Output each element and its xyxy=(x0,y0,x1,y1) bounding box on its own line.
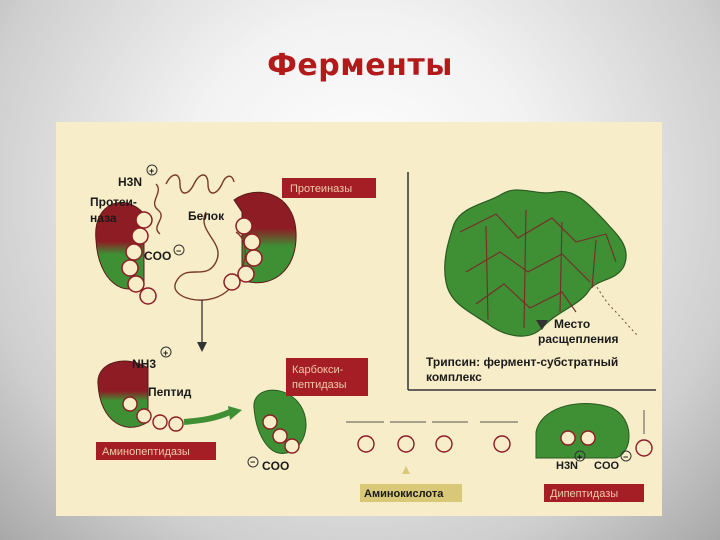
residue xyxy=(132,228,148,244)
amino-acid-label: Аминокислота xyxy=(364,488,444,500)
amino-acid xyxy=(636,440,652,456)
residue xyxy=(140,288,156,304)
amino-acid-row xyxy=(346,422,518,452)
dipeptidase-enzyme xyxy=(536,403,629,458)
enzyme-diagram: H3N + Протеи- наза Белок COO − Протеиназ… xyxy=(56,122,662,516)
amino-acid xyxy=(436,436,452,452)
residue xyxy=(123,397,137,411)
dipeptide-c-label: COO xyxy=(594,460,620,472)
enzyme-figure: H3N + Протеи- наза Белок COO − Протеиназ… xyxy=(56,122,662,516)
residue xyxy=(169,417,183,431)
trypsin-illustration xyxy=(445,190,638,336)
residue xyxy=(137,409,151,423)
peptide-arrow xyxy=(184,412,230,422)
carboxypeptidases-tag-text-2: пептидазы xyxy=(292,379,347,391)
residue xyxy=(263,415,277,429)
arrow-down-head xyxy=(197,342,207,352)
minus-sign: − xyxy=(176,246,181,256)
trypsin-enzyme xyxy=(445,190,626,336)
plus-sign: + xyxy=(577,452,582,462)
plus-sign: + xyxy=(149,166,154,176)
c-terminus-label-2: COO xyxy=(262,459,289,473)
slide-title: Ферменты xyxy=(0,48,720,83)
cleavage-site-label-1: Место xyxy=(554,317,590,331)
residue xyxy=(128,276,144,292)
trypsin-label-1: Трипсин: фермент-субстратный xyxy=(426,355,618,369)
residue xyxy=(236,218,252,234)
residue xyxy=(244,234,260,250)
dipeptide-n-label: H3N xyxy=(556,460,578,472)
proteinase-label-2: наза xyxy=(90,211,117,225)
residue xyxy=(153,415,167,429)
peptide-n-label: NH3 xyxy=(132,357,156,371)
residue xyxy=(581,431,595,445)
plus-sign: + xyxy=(163,348,168,358)
dipeptidase-illustration xyxy=(536,403,652,461)
protein-label: Белок xyxy=(188,209,225,223)
residue xyxy=(136,212,152,228)
minus-sign: − xyxy=(623,452,628,462)
proteinases-tag-text: Протеиназы xyxy=(290,183,352,195)
amino-acid-pointer xyxy=(402,466,410,474)
residue xyxy=(273,429,287,443)
peptide-arrow-head xyxy=(228,406,242,420)
n-terminus-label: H3N xyxy=(118,175,142,189)
dipeptidases-tag-text: Дипептидазы xyxy=(550,488,618,500)
residue xyxy=(561,431,575,445)
residue xyxy=(126,244,142,260)
amino-acid xyxy=(358,436,374,452)
residue xyxy=(122,260,138,276)
c-terminus-label: COO xyxy=(144,249,171,263)
minus-sign: − xyxy=(250,457,255,467)
residue xyxy=(246,250,262,266)
aminopeptidases-tag-text: Аминопептидазы xyxy=(102,446,190,458)
carboxypeptidase-illustration xyxy=(248,390,306,467)
cleavage-site-label-2: расщепления xyxy=(538,332,619,346)
peptide-label: Пептид xyxy=(148,385,192,399)
residue xyxy=(224,274,240,290)
amino-acid xyxy=(494,436,510,452)
protein-coil xyxy=(155,175,234,234)
carboxypeptidases-tag-text-1: Карбокси- xyxy=(292,364,344,376)
residue xyxy=(285,439,299,453)
proteinase-label-1: Протеи- xyxy=(90,195,137,209)
trypsin-label-2: комплекс xyxy=(426,370,482,384)
amino-acid xyxy=(398,436,414,452)
